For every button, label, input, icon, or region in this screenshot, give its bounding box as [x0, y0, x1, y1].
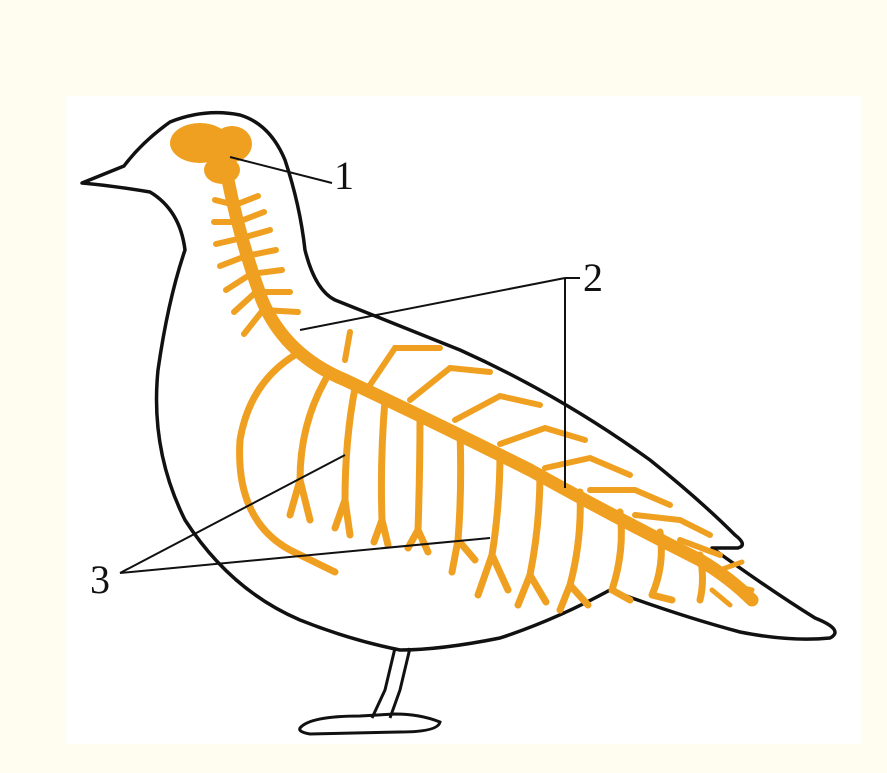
label-1: 1 — [334, 156, 354, 196]
dorsal-nerves — [345, 332, 720, 555]
leader-line-2a — [300, 278, 565, 330]
brain — [170, 123, 252, 184]
label-2: 2 — [583, 258, 603, 298]
bird-leg — [372, 648, 410, 718]
ventral-nerves — [240, 352, 703, 610]
label-3: 3 — [90, 560, 110, 600]
spinal-cord — [228, 180, 752, 600]
leader-line-1 — [230, 157, 332, 183]
bird-foot — [300, 714, 440, 734]
